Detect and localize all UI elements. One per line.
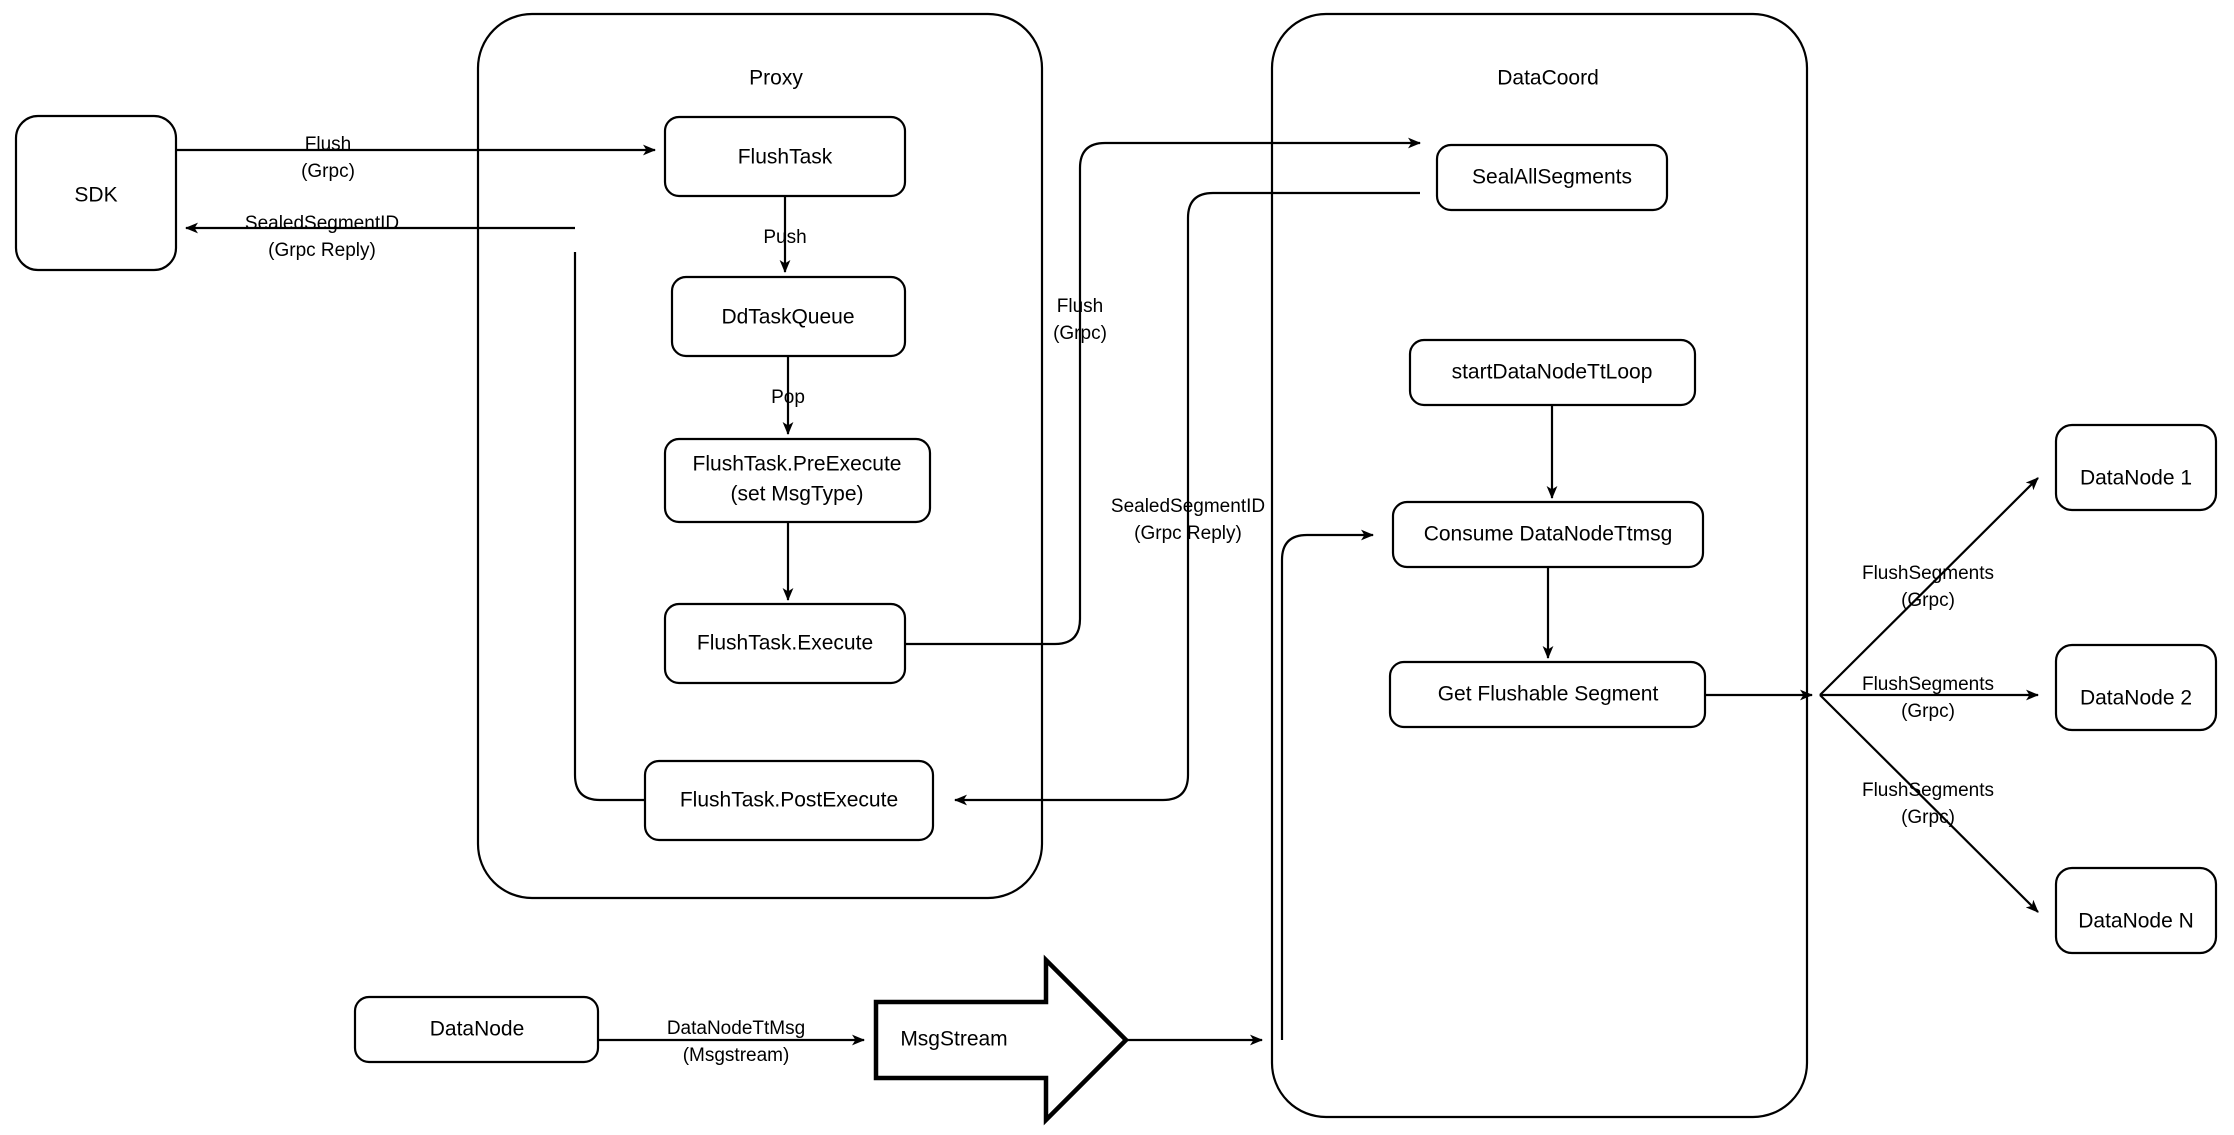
node-startdatanodettloop-label: startDataNodeTtLoop <box>1452 361 1653 384</box>
node-datanode-n[interactable] <box>2054 866 2218 955</box>
edge-label-flush-grpc-line2: (Grpc) <box>1053 323 1107 344</box>
edge-label-sdk-sealedsegmentid-line2: (Grpc Reply) <box>268 240 376 261</box>
edge-label-sdk-sealedsegmentid-line1: SealedSegmentID <box>245 213 399 234</box>
edge-label-flushsegments1-line1: FlushSegments <box>1862 563 1994 584</box>
group-proxy-label: Proxy <box>749 67 803 90</box>
edge-execute-to-sealallsegments <box>905 137 1421 646</box>
edge-hub-to-datanode1 <box>1819 477 2039 696</box>
node-postexecute[interactable] <box>643 759 935 842</box>
node-preexecute-label-line2: (set MsgType) <box>730 483 863 506</box>
node-msgstream-label: MsgStream <box>900 1028 1007 1051</box>
node-datanode-bottom[interactable] <box>353 995 600 1064</box>
edge-label-pop: Pop <box>771 387 805 408</box>
node-datanode-2[interactable] <box>2054 643 2218 732</box>
edge-sealallsegments-to-postexecute <box>954 191 1420 806</box>
edge-label-flush-grpc-line1: Flush <box>1057 296 1103 317</box>
node-datanode-1-label: DataNode 1 <box>2080 467 2192 490</box>
edge-label-sealedsegmentid-line2: (Grpc Reply) <box>1134 523 1242 544</box>
node-postexecute-label: FlushTask.PostExecute <box>680 789 898 812</box>
group-proxy <box>476 12 1044 900</box>
group-datacoord-label: DataCoord <box>1497 67 1599 90</box>
node-sdk-label: SDK <box>74 184 117 207</box>
edge-label-flushsegmentsn-line1: FlushSegments <box>1862 780 1994 801</box>
edge-postexecute-to-sdk-return <box>573 252 645 802</box>
edge-label-flushsegments2-line2: (Grpc) <box>1901 701 1955 722</box>
edge-label-sdk-flush-line2: (Grpc) <box>301 161 355 182</box>
edge-hub-to-datanoden <box>1819 694 2039 913</box>
node-flushtask-label: FlushTask <box>738 146 833 169</box>
node-sealallsegments-label: SealAllSegments <box>1472 166 1632 189</box>
edge-label-flushsegments1-line2: (Grpc) <box>1901 590 1955 611</box>
node-sdk[interactable] <box>14 114 178 272</box>
node-get-flushable-segment-label: Get Flushable Segment <box>1438 683 1659 706</box>
node-execute-label: FlushTask.Execute <box>697 632 873 655</box>
node-preexecute-label-line1: FlushTask.PreExecute <box>693 453 902 476</box>
edge-label-sdk-flush-line1: Flush <box>305 134 351 155</box>
node-datanode-1[interactable] <box>2054 423 2218 512</box>
group-datacoord <box>1270 12 1809 1119</box>
edge-label-datanode-ttmsg-line2: (Msgstream) <box>683 1045 790 1066</box>
node-datanode-n-label: DataNode N <box>2078 910 2194 933</box>
node-datanode-2-label: DataNode 2 <box>2080 687 2192 710</box>
node-sealallsegments[interactable] <box>1435 143 1669 212</box>
node-preexecute[interactable] <box>663 437 932 524</box>
edge-label-sealedsegmentid-line1: SealedSegmentID <box>1111 496 1265 517</box>
edge-label-flushsegmentsn-line2: (Grpc) <box>1901 807 1955 828</box>
node-datanode-bottom-label: DataNode <box>430 1018 525 1041</box>
edge-label-push: Push <box>763 227 806 248</box>
edge-msgstream-into-consume <box>1280 529 1374 1040</box>
edge-label-flushsegments2-line1: FlushSegments <box>1862 674 1994 695</box>
msgstream-block-arrow[interactable] <box>873 954 1130 1126</box>
edge-label-datanode-ttmsg-line1: DataNodeTtMsg <box>667 1018 805 1039</box>
node-ddtaskqueue-label: DdTaskQueue <box>721 306 854 329</box>
node-consume-datanodettmsg-label: Consume DataNodeTtmsg <box>1424 523 1673 546</box>
